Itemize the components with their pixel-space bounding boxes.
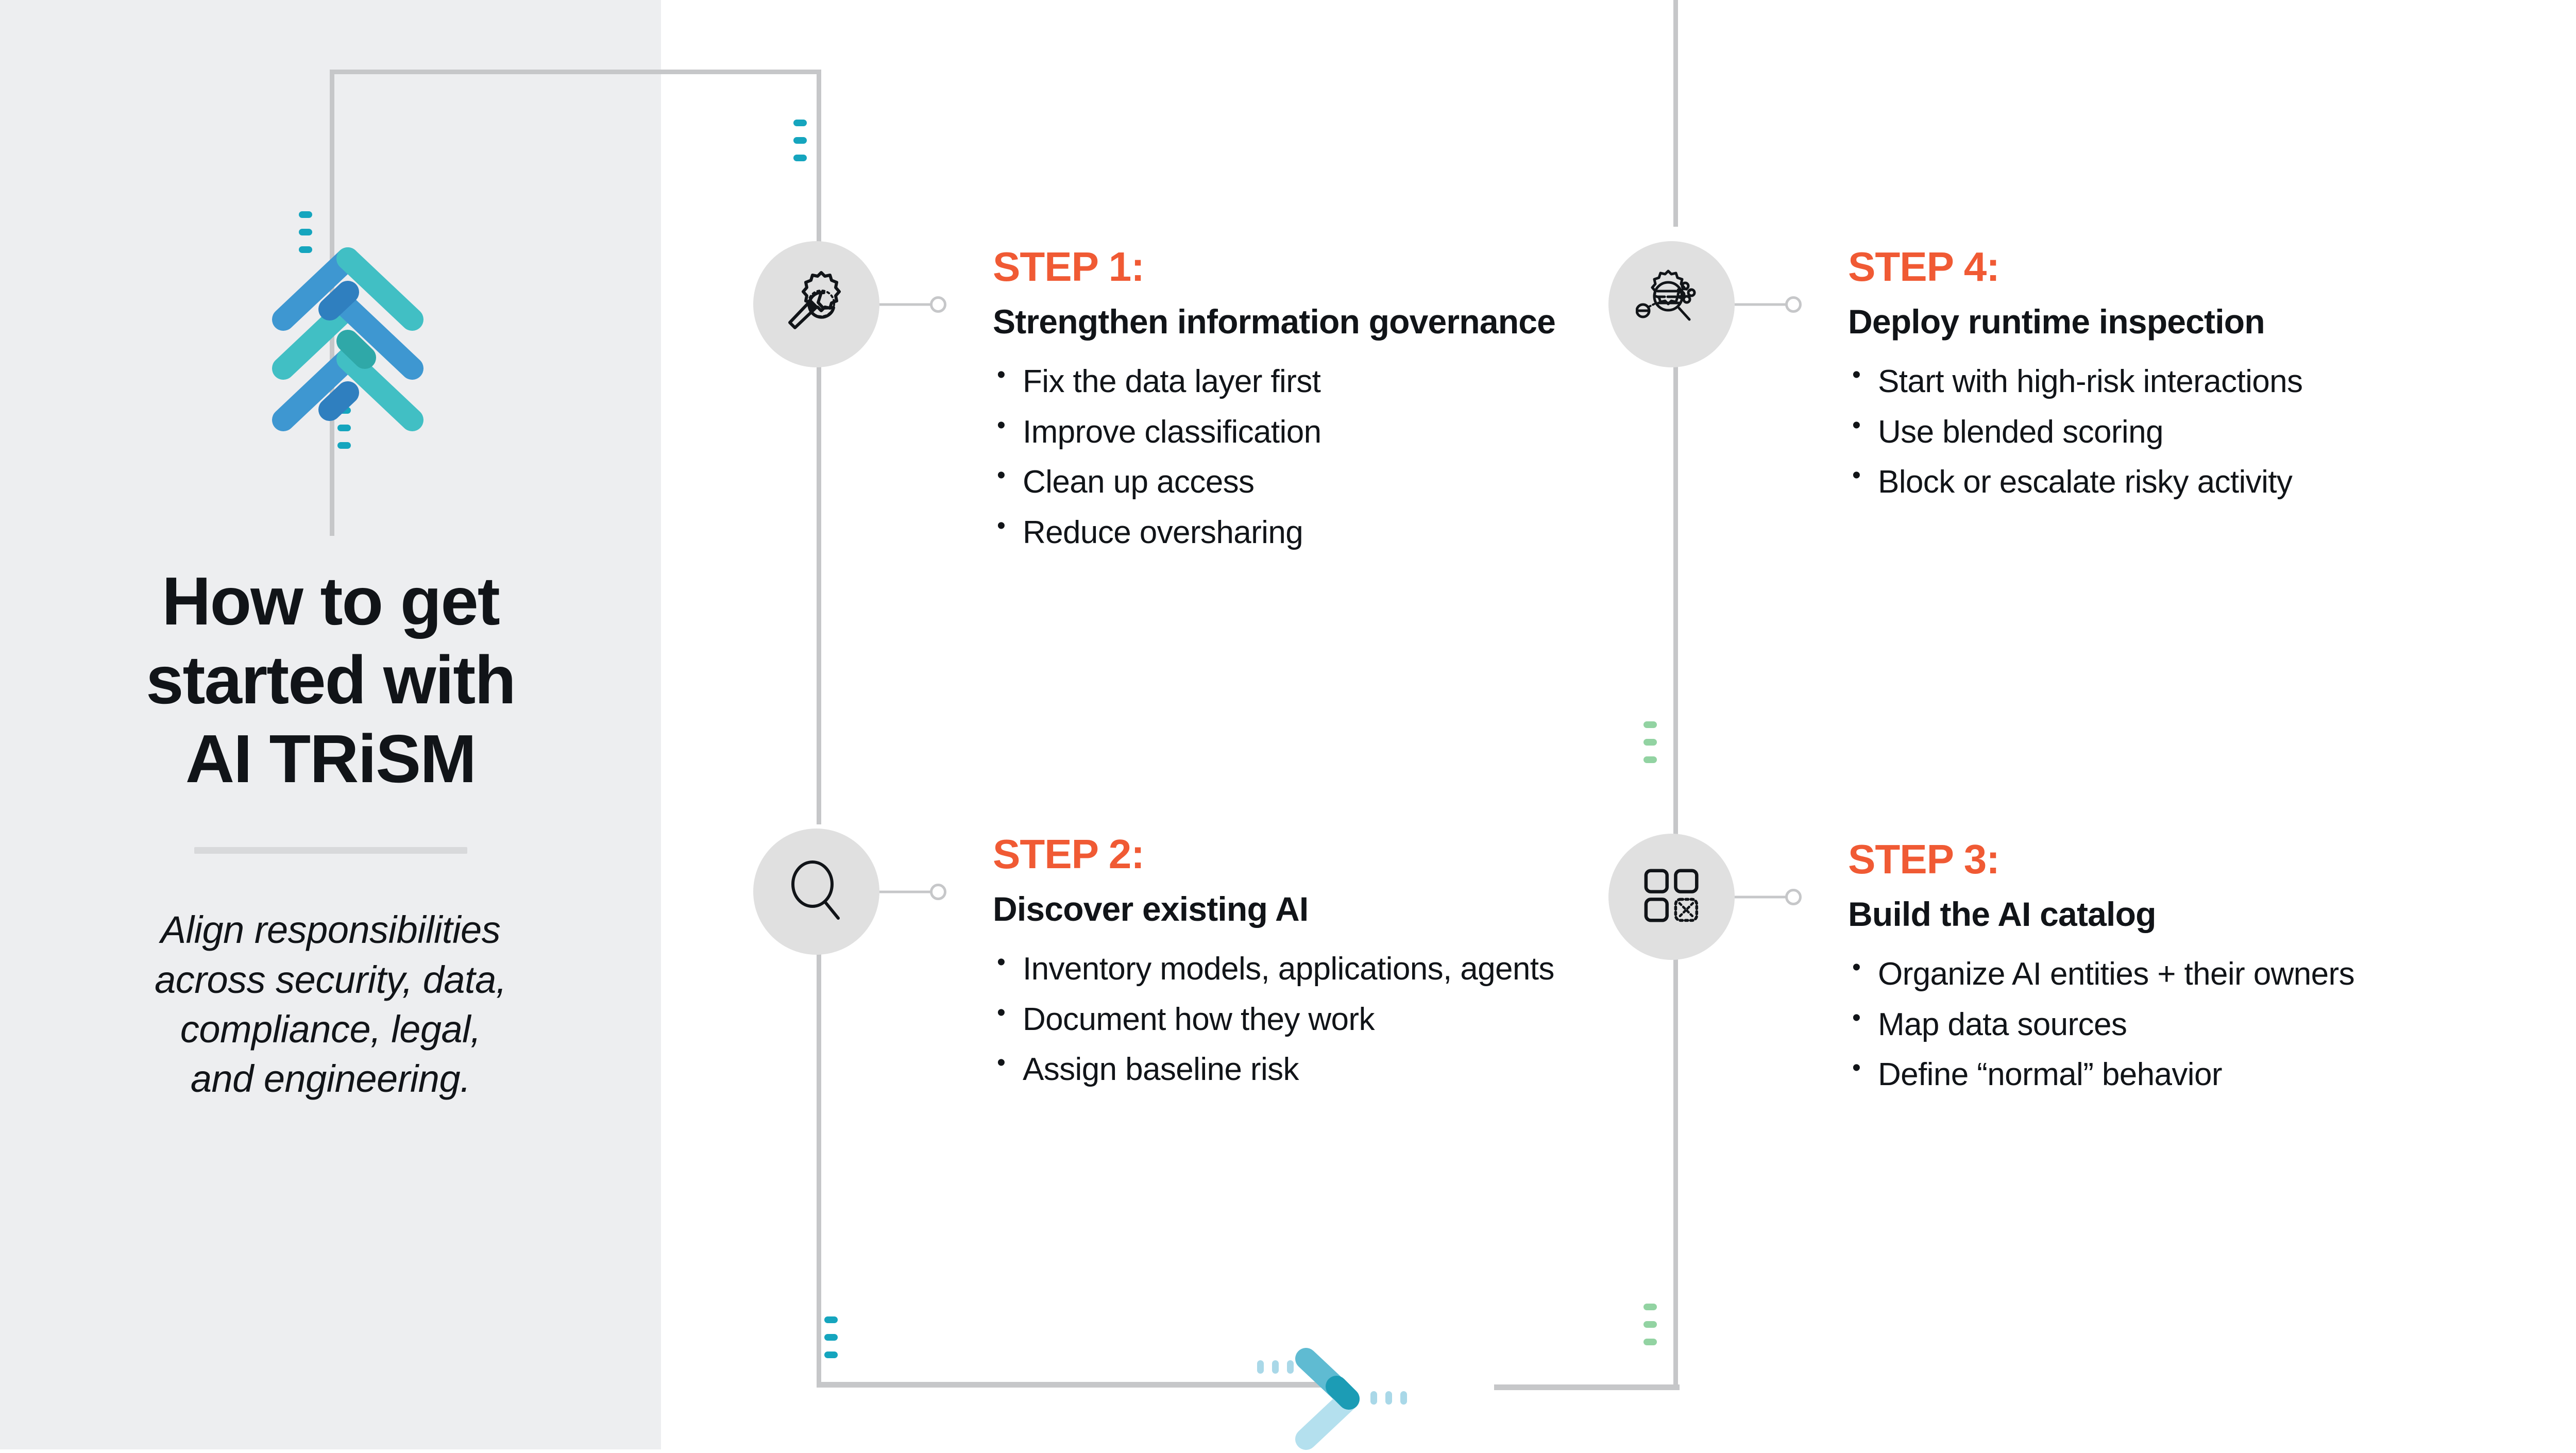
dot-decoration-bottom-left — [824, 1316, 838, 1358]
step-3-body: STEP 3: Build the AI catalog Organize AI… — [1848, 834, 2576, 1106]
step-2-node: STEP 2: Discover existing AI Inventory m… — [753, 829, 1740, 1101]
frame-line-column1-bottom — [817, 871, 821, 1386]
step-3-icon-circle — [1608, 834, 1802, 960]
frame-line-column1-top — [817, 70, 821, 265]
step-2-icon-circle — [753, 829, 946, 955]
subtitle-line-3: compliance, legal, — [180, 1007, 481, 1051]
title-divider — [194, 847, 467, 854]
frame-line-bottom-left — [817, 1382, 1337, 1388]
step-2-connector-dot — [930, 883, 946, 900]
step-4-node: STEP 4: Deploy runtime inspection Start … — [1608, 241, 2576, 513]
step-3-bullet-1: Organize AI entities + their owners — [1848, 953, 2576, 994]
frame-line-column2-middle — [1673, 314, 1678, 835]
step-1-bullet-3: Clean up access — [993, 461, 1740, 502]
step-3-node: STEP 3: Build the AI catalog Organize AI… — [1608, 834, 2576, 1106]
step-4-body: STEP 4: Deploy runtime inspection Start … — [1848, 241, 2576, 513]
step-3-connector-dot — [1785, 888, 1802, 905]
step-1-bullet-1: Fix the data layer first — [993, 360, 1740, 401]
step-1-connector-line — [879, 303, 931, 306]
catalog-grid-icon — [1638, 862, 1705, 932]
step-1-eyebrow: STEP 1: — [993, 244, 1145, 290]
frame-line-column2-bottom — [1673, 878, 1678, 1389]
step-4-heading: Deploy runtime inspection — [1848, 302, 2265, 341]
dot-decoration-arrow-left — [1257, 1360, 1294, 1374]
brand-chevron-logo — [268, 242, 428, 443]
step-3-heading: Build the AI catalog — [1848, 895, 2156, 933]
dot-decoration-arrow-right — [1370, 1391, 1407, 1405]
step-3-connector-line — [1735, 896, 1786, 898]
step-2-eyebrow: STEP 2: — [993, 831, 1145, 877]
step-1-connector-dot — [930, 296, 946, 313]
step-4-connector-dot — [1785, 296, 1802, 313]
step-4-bullet-2: Use blended scoring — [1848, 411, 2576, 452]
page-title-line-1: How to get — [162, 563, 500, 639]
gear-magnifier-nodes-icon — [1635, 267, 1708, 342]
page-title-line-2: started with — [146, 642, 516, 718]
magnifying-glass-icon — [781, 854, 853, 929]
frame-line-top-left — [330, 70, 819, 74]
step-4-bullet-3: Block or escalate risky activity — [1848, 461, 2576, 502]
dot-decoration-logo-above — [299, 211, 312, 253]
step-1-bullet-4: Reduce oversharing — [993, 511, 1740, 552]
subtitle-line-1: Align responsibilities — [160, 908, 501, 952]
subtitle-line-2: across security, data, — [155, 958, 506, 1001]
subtitle: Align responsibilities across security, … — [0, 905, 661, 1104]
subtitle-line-4: and engineering. — [190, 1057, 471, 1100]
step-3-bullet-3: Define “normal” behavior — [1848, 1053, 2576, 1094]
dot-decoration-green-upper — [1643, 721, 1657, 763]
page-title-line-3: AI TRiSM — [185, 721, 477, 797]
step-4-bullet-1: Start with high-risk interactions — [1848, 360, 2576, 401]
step-1-bullet-list: Fix the data layer first Improve classif… — [993, 360, 1740, 552]
wrench-gear-icon — [781, 267, 853, 342]
step-1-bullet-2: Improve classification — [993, 411, 1740, 452]
step-3-bullet-2: Map data sources — [1848, 1003, 2576, 1044]
bottom-chevron-accent — [1283, 1347, 1453, 1450]
frame-line-bottom-right — [1494, 1384, 1680, 1390]
page-title: How to get started with AI TRiSM — [0, 562, 661, 798]
step-2-connector-line — [879, 890, 931, 893]
frame-line-column1-middle — [817, 309, 821, 824]
step-4-icon-circle — [1608, 241, 1802, 367]
step-4-connector-line — [1735, 303, 1786, 306]
step-2-bullet-list: Inventory models, applications, agents D… — [993, 948, 1740, 1089]
step-2-heading: Discover existing AI — [993, 890, 1309, 928]
step-2-bullet-3: Assign baseline risk — [993, 1048, 1740, 1089]
step-3-bullet-list: Organize AI entities + their owners Map … — [1848, 953, 2576, 1094]
title-block: How to get started with AI TRiSM Align r… — [0, 562, 661, 1104]
step-1-icon-circle — [753, 241, 946, 367]
step-2-body: STEP 2: Discover existing AI Inventory m… — [993, 829, 1740, 1101]
step-4-bullet-list: Start with high-risk interactions Use bl… — [1848, 360, 2576, 502]
frame-line-column2-top — [1673, 0, 1678, 227]
step-3-eyebrow: STEP 3: — [1848, 836, 2000, 882]
dot-decoration-top — [793, 120, 807, 161]
frame-line-left-lower — [330, 407, 334, 536]
step-1-body: STEP 1: Strengthen information governanc… — [993, 241, 1740, 564]
step-1-node: STEP 1: Strengthen information governanc… — [753, 241, 1740, 564]
step-2-bullet-1: Inventory models, applications, agents — [993, 948, 1740, 989]
step-1-heading: Strengthen information governance — [993, 302, 1556, 341]
step-4-eyebrow: STEP 4: — [1848, 244, 2000, 290]
dot-decoration-green-lower — [1643, 1304, 1657, 1345]
step-2-bullet-2: Document how they work — [993, 998, 1740, 1039]
